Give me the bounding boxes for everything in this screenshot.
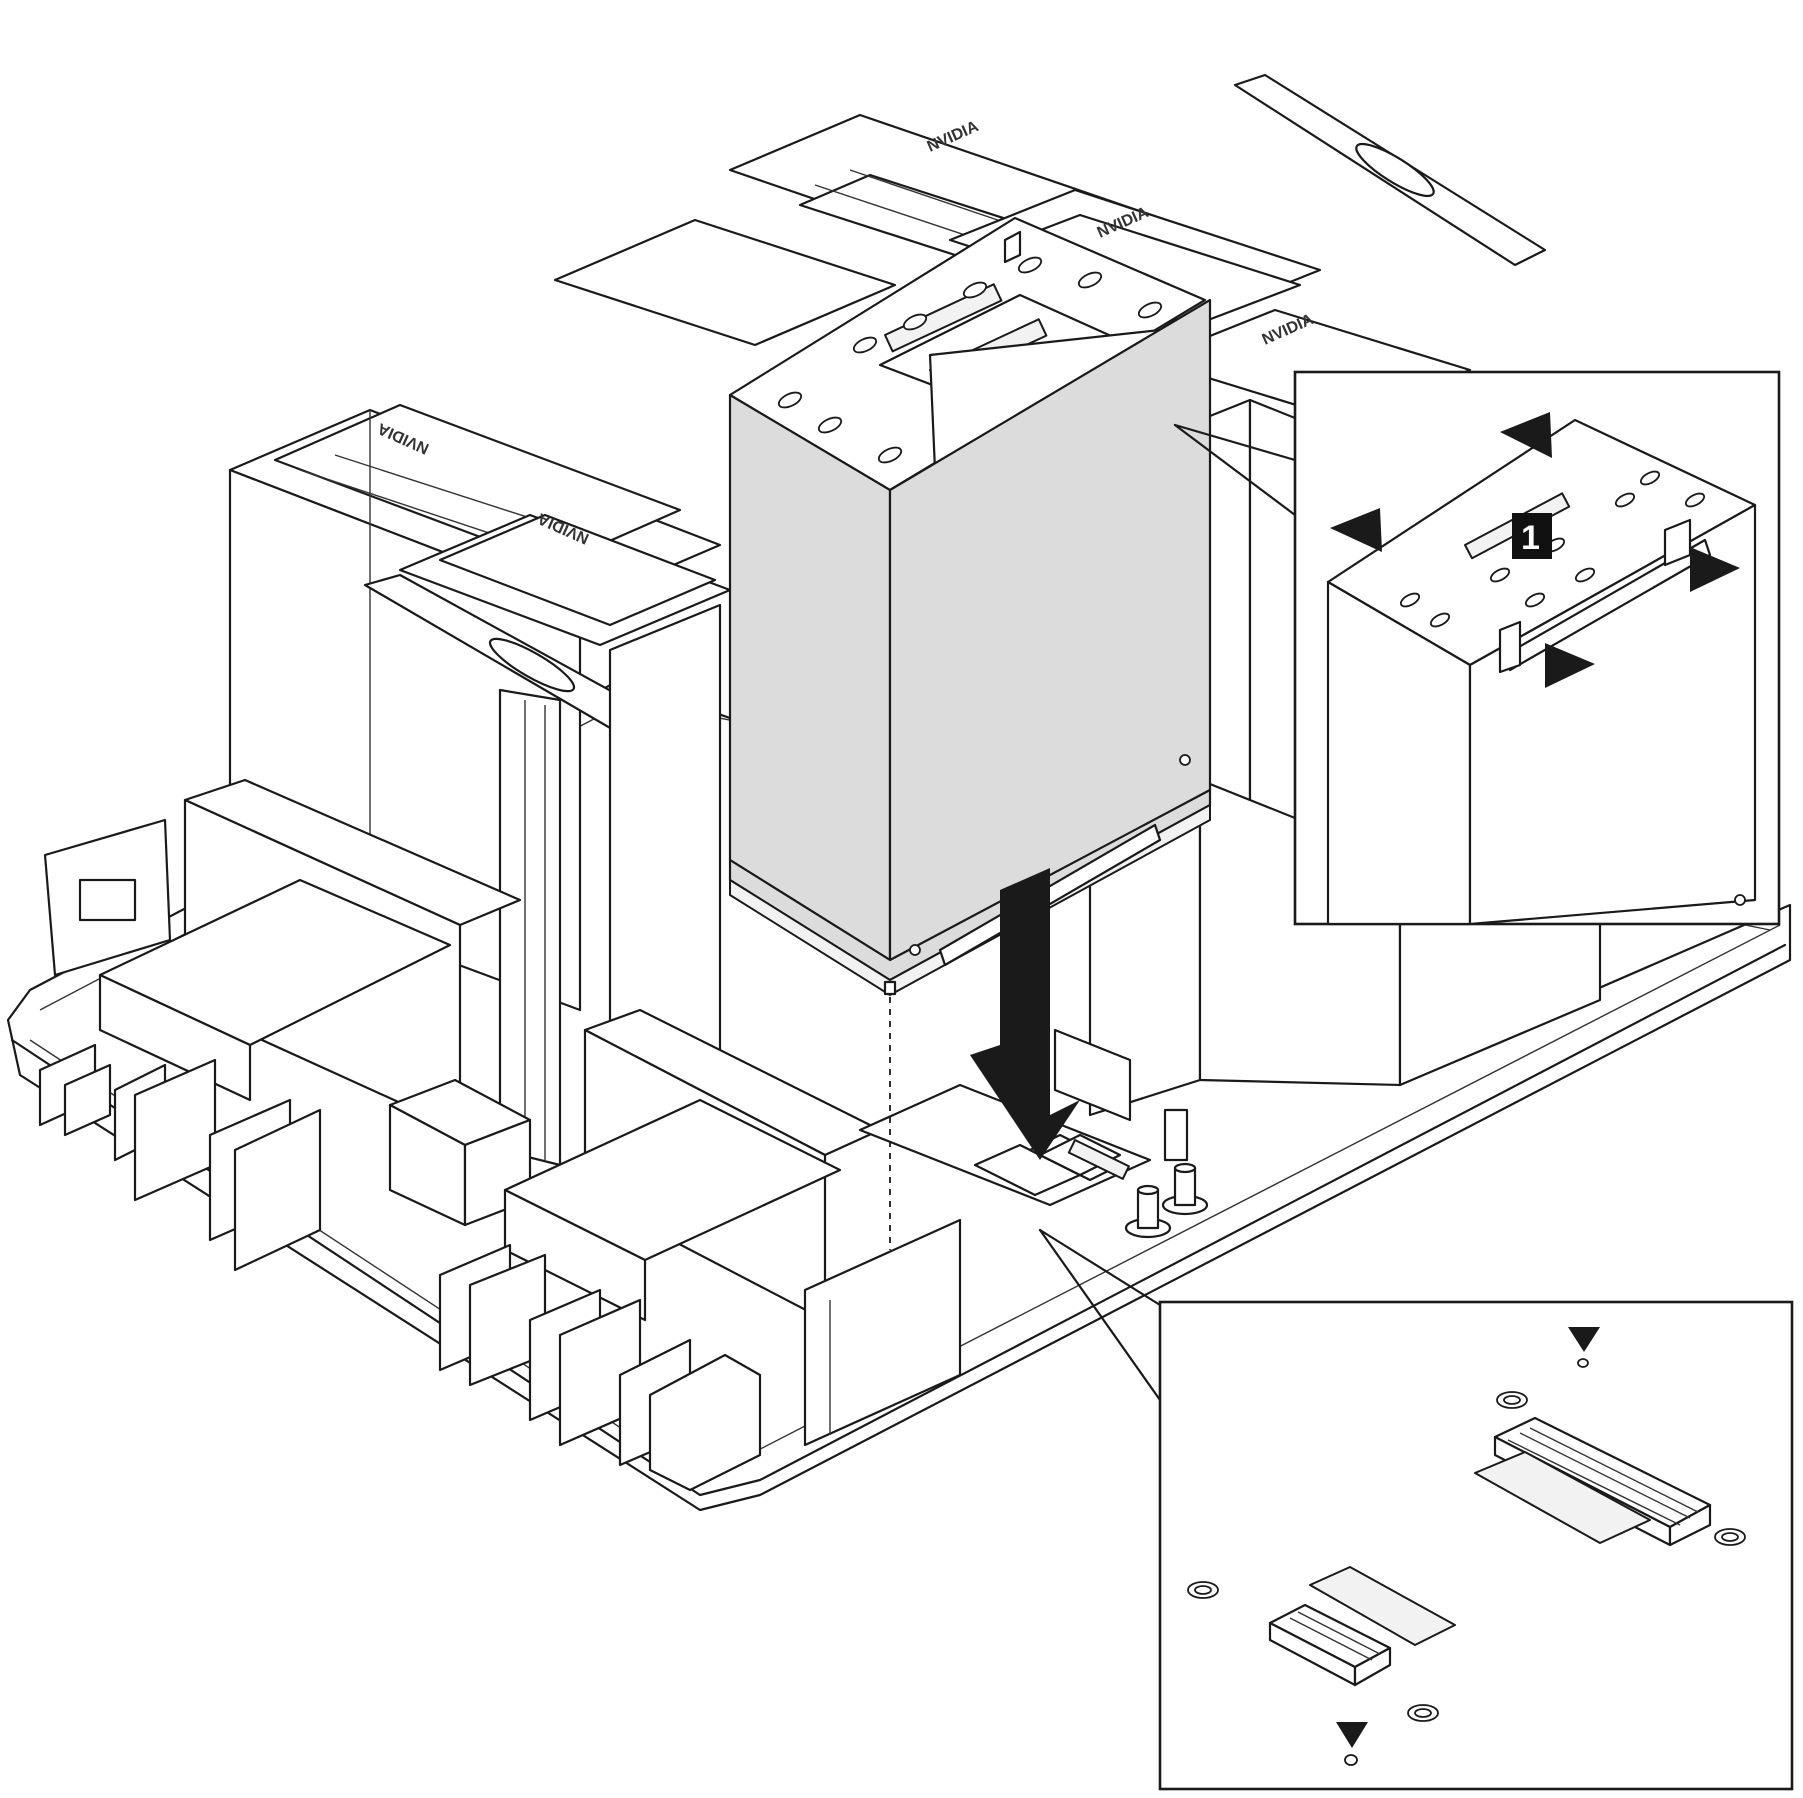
alignment-arrow-right: [1690, 547, 1740, 592]
pin-marker-bottom: [1336, 1722, 1368, 1748]
callout-top-right: 1: [1173, 370, 1781, 926]
gpu-heatsink-rear-left: [553, 218, 897, 347]
alignment-arrow-left: [1330, 508, 1382, 552]
alignment-arrow-top: [1500, 412, 1552, 458]
socket-area: [858, 1083, 1152, 1207]
guide-pins: [1124, 1162, 1209, 1239]
step-badge: [1512, 513, 1552, 559]
pcie-card-bracket: [803, 1218, 962, 1447]
install-arrow: [970, 868, 1080, 1160]
module-assembly: [728, 216, 1212, 996]
fan-connector-right: [1053, 1028, 1189, 1162]
rear-io-ports-center: [438, 1243, 762, 1492]
callout-bottom-right: [1038, 1228, 1794, 1791]
callout-frame-bottom: [1158, 1300, 1794, 1791]
bracket-left: [43, 818, 172, 977]
handle-bar-rear: [1233, 73, 1547, 267]
pin-marker-top: [1568, 1327, 1600, 1352]
step-number: 1: [1521, 519, 1540, 557]
riser-card-center: [503, 1008, 882, 1322]
alignment-arrow-bottom: [1545, 643, 1595, 688]
heatsink-fin-column: [498, 688, 562, 1167]
rear-io-ports-left: [38, 1043, 322, 1272]
